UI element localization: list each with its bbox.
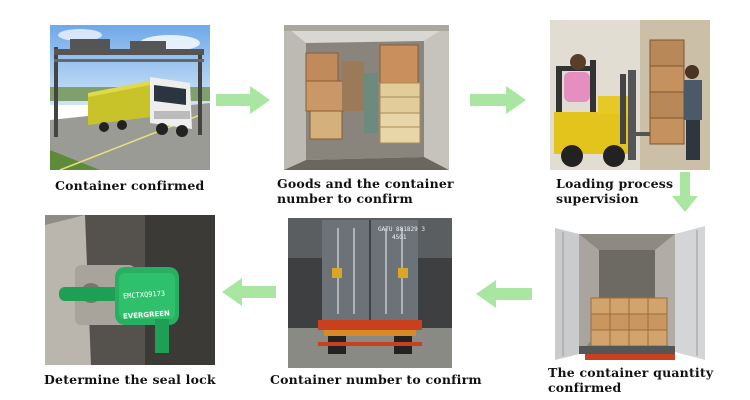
caption-step-3: Loading process supervision — [556, 176, 673, 206]
caption-step-5-text: Container number to confirm — [270, 372, 482, 387]
caption-step-6: Determine the seal lock — [44, 372, 216, 387]
container-code-label: GATU 881829 3 — [378, 226, 425, 233]
caption-step-1-text: Container confirmed — [55, 178, 205, 193]
caption-step-2-line-2: number to confirm — [277, 191, 413, 206]
caption-step-3-line-2: supervision — [556, 191, 639, 206]
caption-step-4-line-1: The container quantity — [548, 365, 714, 380]
photo-seal-lock: EVERGREEN EMCTXQ9173 — [45, 215, 215, 365]
caption-step-4-line-2: confirmed — [548, 380, 622, 395]
photo-goods-in-container — [284, 25, 449, 170]
caption-step-3-line-1: Loading process — [556, 176, 674, 191]
caption-step-6-text: Determine the seal lock — [44, 372, 216, 387]
photo-container-quantity — [555, 222, 705, 362]
caption-step-1: Container confirmed — [55, 178, 204, 193]
caption-step-2: Goods and the container number to confir… — [277, 176, 454, 206]
arrow-down-icon — [672, 172, 698, 212]
container-code-sub-label: 45G1 — [392, 234, 407, 241]
arrow-right-icon — [470, 86, 526, 114]
arrow-right-icon — [216, 86, 270, 114]
arrow-left-icon — [222, 278, 276, 306]
photo-truck-highway — [50, 25, 210, 170]
caption-step-2-line-1: Goods and the container — [277, 176, 454, 191]
photo-container-rear: GATU 881829 3 45G1 — [288, 218, 452, 368]
caption-step-5: Container number to confirm — [270, 372, 482, 387]
photo-forklift-loading — [550, 20, 710, 170]
caption-step-4: The container quantity confirmed — [548, 365, 713, 395]
arrow-left-icon — [476, 280, 532, 308]
